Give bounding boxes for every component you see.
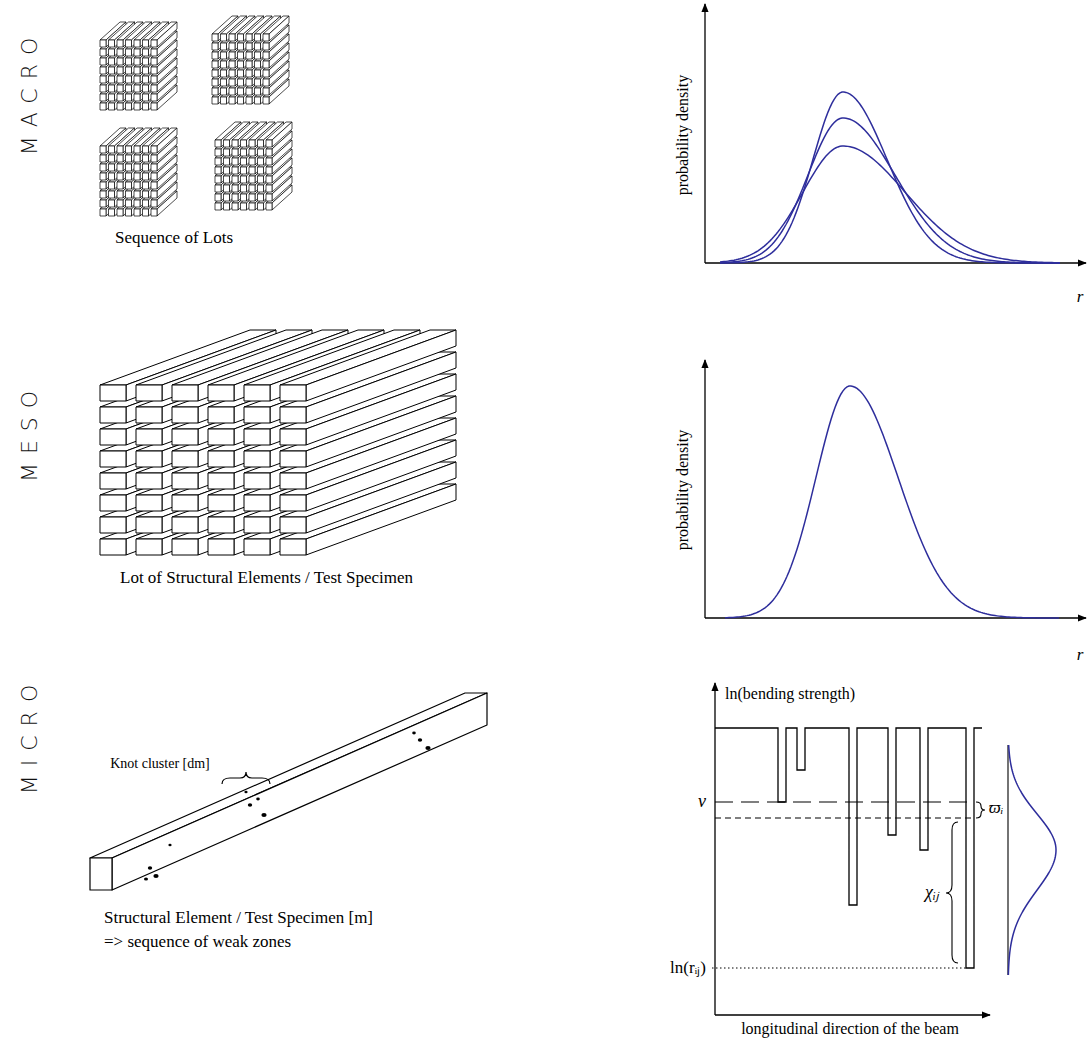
- chi-brace: [946, 822, 958, 963]
- callout-label: Knot cluster [dm]: [110, 756, 210, 773]
- density-curve: [720, 92, 1060, 263]
- symbol-label: ln(rᵢⱼ): [670, 958, 706, 978]
- symbol-label: ν: [698, 791, 706, 813]
- axis-label: probability density: [673, 430, 692, 550]
- axis-label: ln(bending strength): [725, 684, 855, 703]
- axis-label: longitudinal direction of the beam: [741, 1019, 959, 1038]
- macro-axes: [705, 4, 1086, 263]
- axis-label: r: [1077, 645, 1084, 665]
- figure-caption: Structural Element / Test Specimen [m] =…: [104, 906, 386, 954]
- scale-heading: MESO: [17, 382, 43, 482]
- density-curve: [720, 118, 1060, 263]
- knot-brace: [222, 772, 270, 784]
- density-baseline: [1007, 745, 1008, 975]
- omega-brace: [976, 802, 985, 818]
- strength-level-line: [712, 968, 966, 969]
- density-curve: [1008, 745, 1056, 975]
- density-curve: [725, 386, 1059, 618]
- axis-label: r: [1077, 287, 1084, 307]
- axis-label: probability density: [673, 75, 692, 195]
- symbol-label: χᵢⱼ: [925, 882, 939, 904]
- scale-heading: MICRO: [17, 676, 43, 794]
- structural-beam: [90, 693, 487, 890]
- beam-lot: [100, 330, 456, 555]
- scale-heading: MACRO: [17, 29, 43, 156]
- lot-stacks: [100, 16, 292, 216]
- micro-axes: [715, 683, 990, 1015]
- strength-profile: [715, 728, 982, 968]
- mean-line: [715, 801, 975, 802]
- figure-caption: Sequence of Lots: [115, 228, 233, 248]
- meso-axes: [705, 360, 1086, 618]
- figure-caption: Lot of Structural Elements / Test Specim…: [120, 568, 413, 588]
- lot-mean-line: [715, 817, 975, 818]
- density-curve: [720, 146, 1060, 263]
- symbol-label: ϖᵢ: [989, 798, 1004, 818]
